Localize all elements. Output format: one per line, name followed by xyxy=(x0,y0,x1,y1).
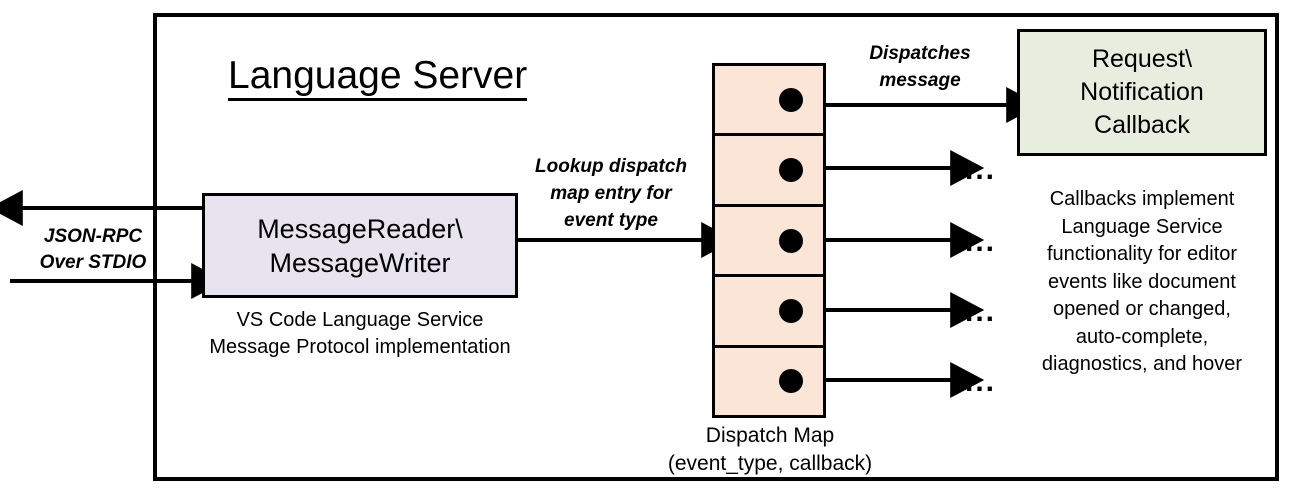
callback-description-line6: auto-complete, xyxy=(1075,325,1209,348)
callback-description-line3: functionality for editor xyxy=(1046,243,1238,265)
callback-entry-dot xyxy=(779,228,803,253)
dispatch-map-row[interactable] xyxy=(715,207,823,278)
dispatch-map-table[interactable] xyxy=(712,63,826,418)
callback-entry-dot xyxy=(779,298,803,323)
request-notification-callback-text: Request\ Notification Callback xyxy=(1080,43,1204,142)
ellipsis-row-4: ... xyxy=(965,295,997,328)
callback-entry-dot xyxy=(779,87,803,112)
callback-description-line5: opened or changed, xyxy=(1053,298,1231,320)
request-notification-callback-line2: Notification xyxy=(1080,78,1204,106)
stdio-transport-label: JSON-RPC Over STDIO xyxy=(28,224,158,276)
message-reader-writer-line1: MessageReader\ xyxy=(257,213,463,244)
message-reader-writer-caption: VS Code Language Service Message Protoco… xyxy=(195,307,525,361)
dispatch-map-row[interactable] xyxy=(715,277,823,348)
request-notification-callback-line1: Request\ xyxy=(1091,45,1193,73)
ellipsis-row-3: ... xyxy=(965,225,997,258)
stdio-transport-label-line1: JSON-RPC xyxy=(43,226,143,247)
dispatch-map-row[interactable] xyxy=(715,136,823,207)
callback-entry-dot xyxy=(779,369,803,394)
lookup-dispatch-label-line1: Lookup dispatch xyxy=(535,156,687,177)
lookup-dispatch-label: Lookup dispatch map entry for event type xyxy=(516,153,706,234)
request-notification-callback-line3: Callback xyxy=(1094,111,1190,139)
dispatch-map-caption: Dispatch Map (event_type, callback) xyxy=(650,422,890,478)
message-reader-writer-caption-line1: VS Code Language Service xyxy=(236,309,484,331)
ellipsis-row-2: ... xyxy=(965,153,997,186)
ellipsis-row-5: ... xyxy=(965,365,997,398)
dispatch-map-row[interactable] xyxy=(715,348,823,415)
dispatches-message-label-line2: message xyxy=(879,70,961,91)
language-server-boundary xyxy=(153,13,1279,481)
dispatch-map-caption-line2: (event_type, callback) xyxy=(667,452,873,475)
callback-description-line7: diagnostics, and hover xyxy=(1041,353,1243,375)
request-notification-callback-node[interactable]: Request\ Notification Callback xyxy=(1017,29,1267,156)
callback-description-line4: events like document xyxy=(1048,270,1236,293)
message-reader-writer-caption-line2: Message Protocol implementation xyxy=(209,336,511,358)
message-reader-writer-text: MessageReader\ MessageWriter xyxy=(257,212,463,280)
callback-description-line1: Callbacks implement xyxy=(1049,188,1235,210)
lookup-dispatch-label-line3: event type xyxy=(564,210,658,231)
dispatches-message-label: Dispatches message xyxy=(840,40,1000,94)
stdio-transport-label-line2: Over STDIO xyxy=(39,252,147,273)
message-reader-writer-line2: MessageWriter xyxy=(269,247,451,278)
dispatch-map-row[interactable] xyxy=(715,66,823,137)
dispatch-map-caption-line1: Dispatch Map xyxy=(705,424,835,447)
dispatches-message-label-line1: Dispatches xyxy=(869,43,971,64)
page-title: Language Server xyxy=(228,53,588,101)
callback-entry-dot xyxy=(779,158,803,183)
lookup-dispatch-label-line2: map entry for xyxy=(550,183,672,204)
message-reader-writer-node[interactable]: MessageReader\ MessageWriter xyxy=(202,193,518,298)
page-title-text: Language Server xyxy=(228,54,528,101)
callback-description-line2: Language Service xyxy=(1061,215,1223,238)
callback-description: Callbacks implement Language Service fun… xyxy=(1007,186,1277,379)
